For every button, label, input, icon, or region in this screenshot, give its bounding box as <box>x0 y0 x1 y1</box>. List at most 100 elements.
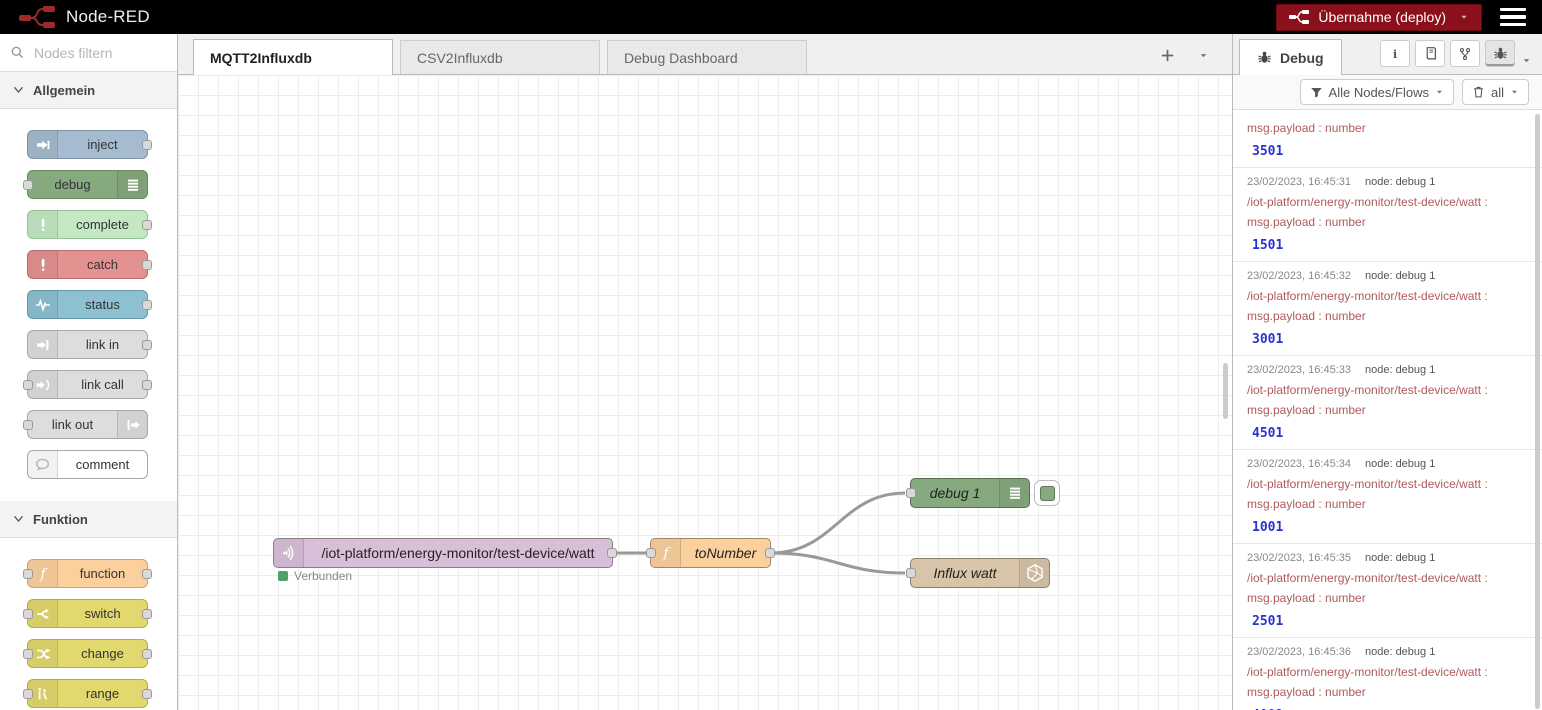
debug-enable-toggle[interactable] <box>1034 480 1060 506</box>
palette-node-link-out[interactable]: link out <box>23 410 148 439</box>
flow-node-tonumber[interactable]: f toNumber <box>646 538 775 568</box>
flow-node-mqtt-in[interactable]: /iot-platform/energy-monitor/test-device… <box>273 538 617 568</box>
flow-list-caret-down-icon[interactable] <box>1192 44 1214 66</box>
tab-debug[interactable]: Debug <box>1239 39 1342 75</box>
debug-message-value[interactable]: 3001 <box>1252 332 1284 347</box>
flow-canvas[interactable]: /iot-platform/energy-monitor/test-device… <box>178 75 1232 710</box>
output-port[interactable] <box>142 299 152 310</box>
palette-search[interactable] <box>0 34 177 72</box>
flow-tab-bar: MQTT2Influxdb CSV2Influxdb Debug Dashboa… <box>178 34 1232 75</box>
link-in-icon <box>28 331 58 358</box>
tab-mqtt2influxdb[interactable]: MQTT2Influxdb <box>193 39 393 75</box>
palette-search-input[interactable] <box>32 43 162 62</box>
deploy-caret-down-icon[interactable] <box>1459 13 1469 21</box>
output-port[interactable] <box>607 548 617 558</box>
debug-vertical-scrollbar[interactable] <box>1535 114 1540 709</box>
sidebar-caret-down-icon[interactable] <box>1521 56 1532 74</box>
sidebar-button-book-icon[interactable] <box>1415 40 1445 67</box>
debug-clear-button[interactable]: all <box>1461 79 1529 105</box>
output-port[interactable] <box>142 339 152 350</box>
palette-node-label: switch <box>84 606 121 621</box>
add-flow-plus-icon[interactable] <box>1156 44 1178 66</box>
debug-message-property: msg.payload : number <box>1247 685 1366 699</box>
status-pulse-icon <box>28 291 58 318</box>
debug-message-value[interactable]: 1501 <box>1252 238 1284 253</box>
debug-icon <box>117 171 147 198</box>
debug-filter-button[interactable]: Alle Nodes/Flows <box>1299 79 1454 105</box>
palette-node-link-call[interactable]: link call <box>23 370 152 399</box>
debug-message-value[interactable]: 2501 <box>1252 614 1284 629</box>
debug-timestamp: 23/02/2023, 16:45:34 <box>1247 458 1351 470</box>
output-port[interactable] <box>142 568 152 579</box>
mqtt-node-status: Verbunden <box>278 569 352 583</box>
input-port[interactable] <box>906 488 916 498</box>
bug-icon <box>1257 50 1272 65</box>
output-port[interactable] <box>142 688 152 699</box>
palette-node-switch[interactable]: switch <box>23 599 152 628</box>
sidebar-button-bug-icon[interactable] <box>1485 40 1515 67</box>
flow-node-debug-1[interactable]: debug 1 <box>906 478 1030 508</box>
palette-node-complete[interactable]: complete <box>27 210 152 239</box>
palette-sections: Allgemein inject debug complete catch status l… <box>0 72 177 710</box>
tab-csv2influxdb[interactable]: CSV2Influxdb <box>400 40 600 74</box>
palette-node-inject[interactable]: inject <box>27 130 152 159</box>
palette-node-comment[interactable]: comment <box>27 450 148 479</box>
flow-node-influx-watt[interactable]: Influx watt <box>906 558 1050 588</box>
debug-message-property: msg.payload : number <box>1247 403 1366 417</box>
input-port[interactable] <box>23 688 33 699</box>
input-port[interactable] <box>23 379 33 390</box>
palette-category-allgemein[interactable]: Allgemein <box>0 72 177 109</box>
debug-tab-label: Debug <box>1280 49 1324 66</box>
palette-node-label: complete <box>76 217 129 232</box>
palette-node-range[interactable]: range <box>23 679 152 708</box>
output-port[interactable] <box>142 608 152 619</box>
tab-debug-dashboard[interactable]: Debug Dashboard <box>607 40 807 74</box>
output-port[interactable] <box>142 648 152 659</box>
input-port[interactable] <box>906 568 916 578</box>
output-port[interactable] <box>142 379 152 390</box>
debug-message-value[interactable]: 4001 <box>1247 707 1528 710</box>
status-text: Verbunden <box>294 569 353 583</box>
category-label: Funktion <box>33 511 88 527</box>
palette-node-label: status <box>85 297 120 312</box>
input-port[interactable] <box>23 419 33 430</box>
main-menu-hamburger-icon[interactable] <box>1500 8 1526 26</box>
input-port[interactable] <box>23 648 33 659</box>
output-port[interactable] <box>142 259 152 270</box>
debug-message-value[interactable]: 4501 <box>1252 426 1284 441</box>
exclamation-icon <box>28 211 58 238</box>
deploy-button[interactable]: Übernahme (deploy) <box>1276 3 1482 31</box>
palette-node-link-in[interactable]: link in <box>27 330 152 359</box>
sidebar-button-branch-icon[interactable] <box>1450 40 1480 67</box>
input-port[interactable] <box>23 568 33 579</box>
palette-node-debug[interactable]: debug <box>23 170 148 199</box>
palette-node-status[interactable]: status <box>27 290 152 319</box>
input-port[interactable] <box>23 179 33 190</box>
sidebar-button-info-icon[interactable]: i <box>1380 40 1410 67</box>
canvas-vertical-scrollbar[interactable] <box>1223 363 1228 419</box>
output-port[interactable] <box>765 548 775 558</box>
debug-message-property: msg.payload : number <box>1247 215 1366 229</box>
output-port[interactable] <box>142 139 152 150</box>
palette-category-funktion[interactable]: Funktion <box>0 501 177 538</box>
output-port[interactable] <box>142 219 152 230</box>
palette-node-catch[interactable]: catch <box>27 250 152 279</box>
palette-node-change[interactable]: change <box>23 639 152 668</box>
input-port[interactable] <box>646 548 656 558</box>
funnel-icon <box>1310 86 1323 99</box>
debug-message-value[interactable]: 3501 <box>1252 144 1284 159</box>
debug-message-value[interactable]: 1001 <box>1252 520 1284 535</box>
deploy-button-label: Übernahme (deploy) <box>1318 9 1446 25</box>
input-port[interactable] <box>23 608 33 619</box>
